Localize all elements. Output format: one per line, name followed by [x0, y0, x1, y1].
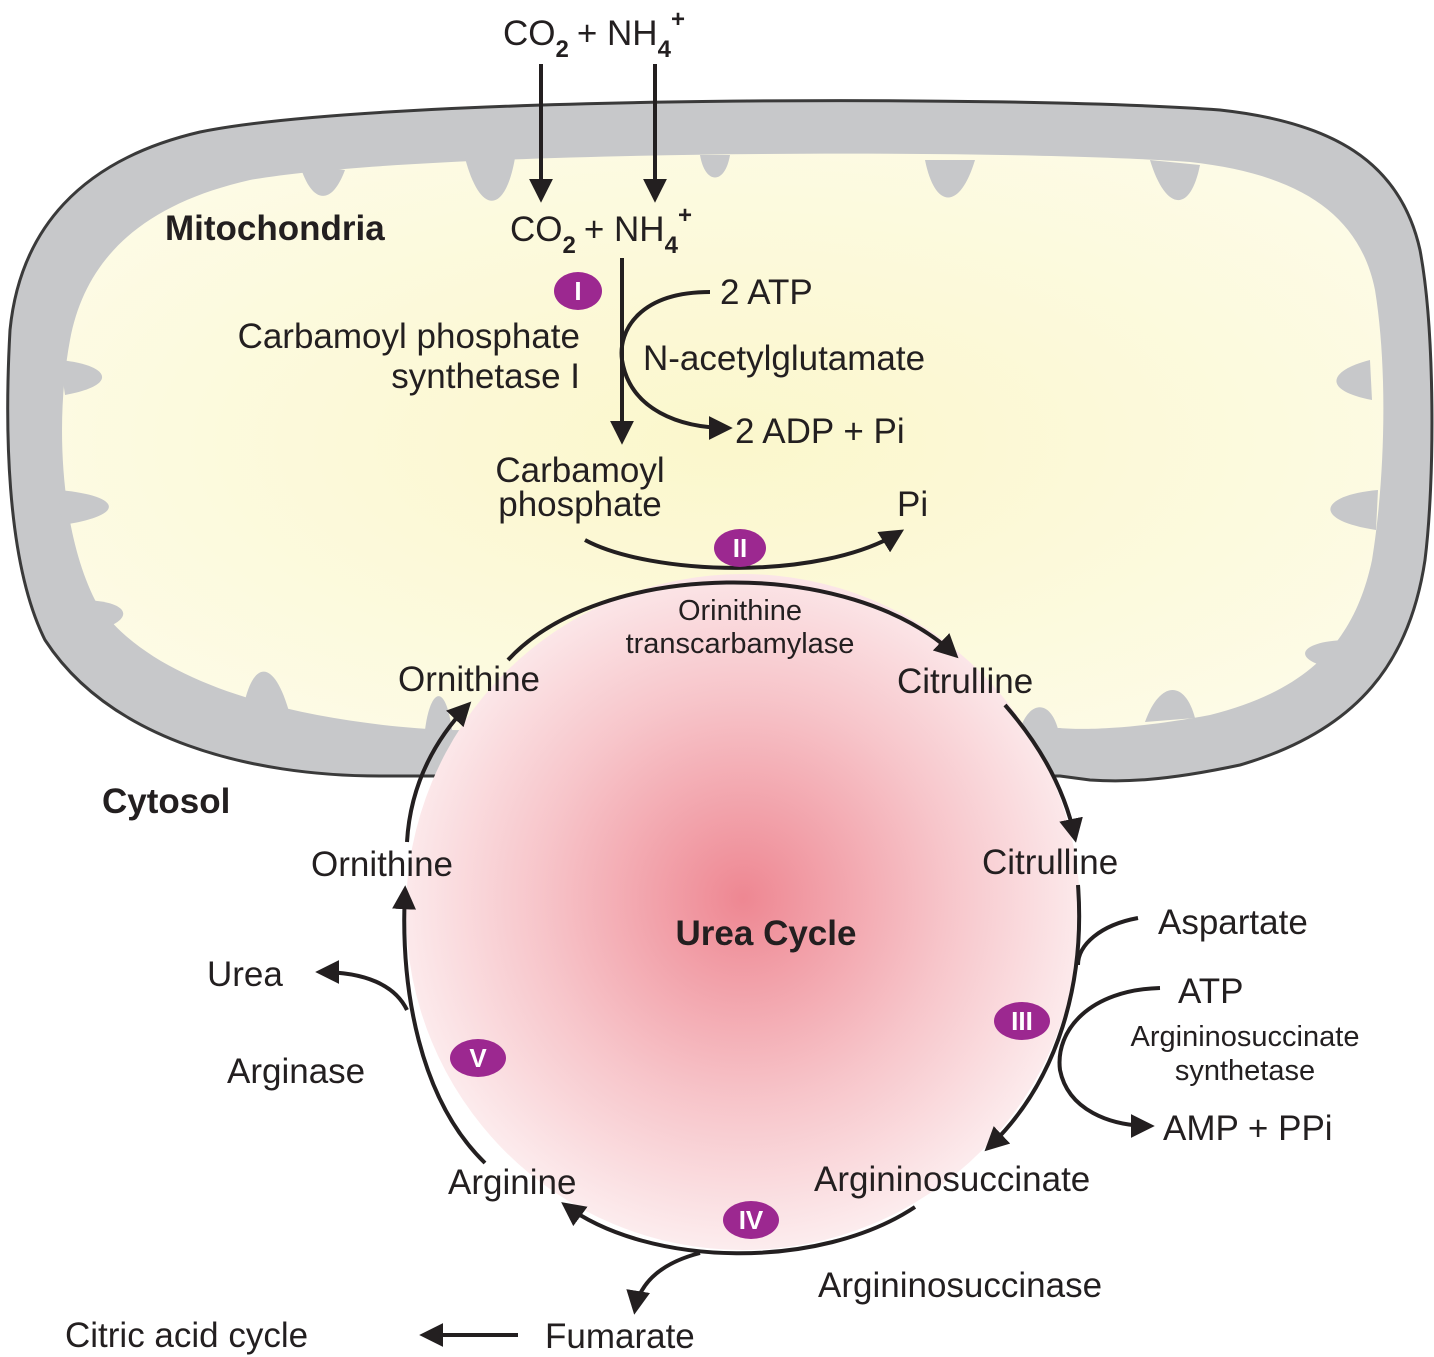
cycle-arc-arginine-to-ornithine — [392, 885, 487, 1165]
step-badge-v: V — [450, 1039, 506, 1077]
carbamoyl-to-pi-curve — [584, 529, 905, 570]
ass-enzyme-line2: synthetase — [1175, 1055, 1315, 1087]
svg-text:IV: IV — [739, 1205, 764, 1235]
ass-enzyme-line1: Argininosuccinate — [1131, 1021, 1360, 1053]
svg-text:CO2+ NH4+: CO2+ NH4+ — [503, 6, 685, 63]
atp-2-label: 2 ATP — [720, 273, 813, 312]
step-badge-i: I — [554, 272, 602, 310]
fumarate-label: Fumarate — [545, 1317, 695, 1356]
citrulline-cyto-label: Citrulline — [982, 843, 1118, 882]
svg-text:II: II — [733, 533, 747, 563]
urea-cycle-title: Urea Cycle — [676, 914, 857, 953]
step-badge-ii: II — [714, 529, 766, 567]
cristae — [58, 155, 1378, 730]
cycle-arc-argininosuccinate-to-arginine — [561, 1202, 917, 1256]
cycle-arc-citrulline-to-argininosuccinate — [984, 884, 1082, 1152]
cycle-arc-citrulline-transport — [1003, 703, 1083, 843]
n-acetylglutamate-label: N-acetylglutamate — [643, 339, 925, 378]
ornithine-cyto-label: Ornithine — [311, 845, 453, 884]
cycle-arc-ornithine-transport — [405, 701, 472, 843]
argininosuccinate-label: Argininosuccinate — [814, 1160, 1090, 1199]
urea-cycle-area — [406, 574, 1080, 1250]
arginase-label: Arginase — [227, 1052, 365, 1091]
mito-input-formula: CO2+ NH4+ — [510, 202, 692, 259]
mitochondria-label: Mitochondria — [165, 209, 385, 248]
svg-text:V: V — [469, 1043, 487, 1073]
atp-to-adp-curve — [619, 290, 733, 440]
adp-pi-label: 2 ADP + Pi — [735, 412, 905, 451]
otc-enzyme-line2: transcarbamylase — [626, 628, 855, 660]
step-badge-iii: III — [994, 1002, 1050, 1040]
svg-text:CO2+ NH4+: CO2+ NH4+ — [510, 202, 692, 259]
citric-acid-cycle-label: Citric acid cycle — [65, 1316, 308, 1355]
svg-text:III: III — [1011, 1006, 1033, 1036]
top-input-formula: CO2+ NH4+ — [503, 6, 685, 63]
atp-label: ATP — [1178, 972, 1243, 1011]
citrulline-mito-label: Citrulline — [897, 662, 1033, 701]
cytosol-label: Cytosol — [102, 782, 230, 821]
atp-to-amp-curve — [1057, 986, 1161, 1138]
carbamoyl-phosphate-line1: Carbamoyl — [495, 451, 664, 490]
urea-output-curve — [315, 960, 409, 1011]
aspartate-label: Aspartate — [1158, 903, 1308, 942]
argininosuccinase-label: Argininosuccinase — [818, 1266, 1102, 1305]
pi-label: Pi — [897, 485, 928, 524]
cycle-arc-ornithine-to-citrulline — [506, 580, 959, 662]
fumarate-output-curve — [626, 1251, 701, 1315]
svg-text:I: I — [574, 276, 581, 306]
step-badge-iv: IV — [723, 1201, 779, 1239]
cps-enzyme-label-line1: Carbamoyl phosphate — [238, 317, 580, 356]
arginine-label: Arginine — [448, 1163, 576, 1202]
amp-ppi-label: AMP + PPi — [1163, 1109, 1333, 1148]
aspartate-input-curve — [1076, 916, 1139, 966]
ornithine-mito-label: Ornithine — [398, 660, 540, 699]
urea-label: Urea — [207, 955, 283, 994]
otc-enzyme-line1: Orinithine — [678, 595, 802, 627]
mitochondrial-matrix — [62, 153, 1384, 732]
carbamoyl-phosphate-line2: phosphate — [498, 485, 661, 524]
cps-enzyme-label-line2: synthetase I — [391, 357, 580, 396]
